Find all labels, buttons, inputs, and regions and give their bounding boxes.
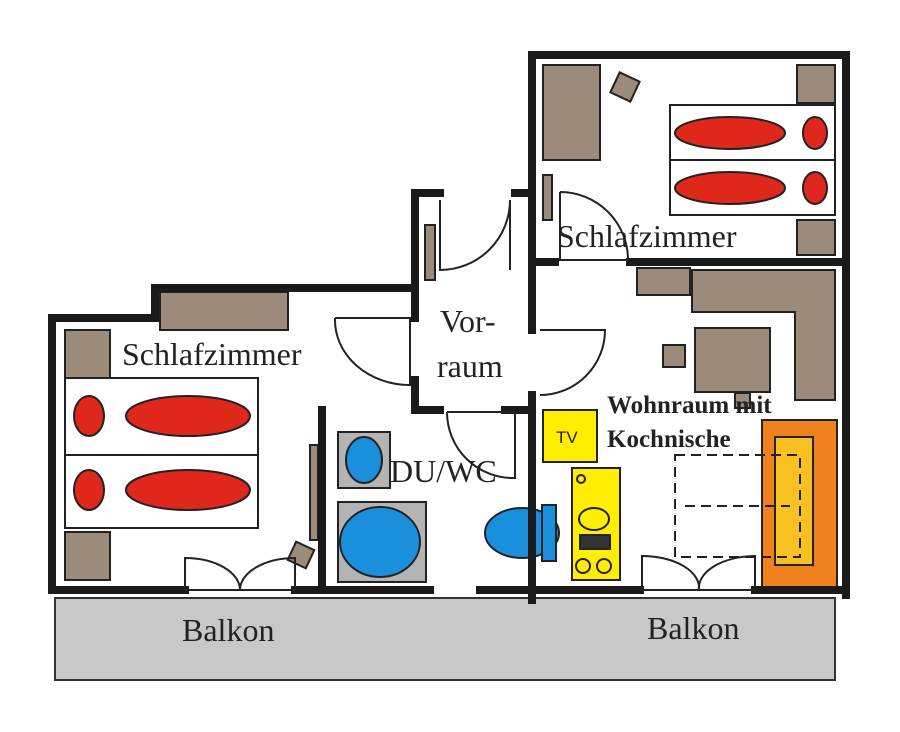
walls	[48, 51, 850, 604]
balcony-label-left: Balkon	[182, 612, 275, 648]
room-label-living-2: Kochnische	[607, 426, 731, 453]
room-label-bedroom-right: Schlafzimmer	[557, 218, 737, 254]
sanitary	[337, 431, 560, 583]
balcony	[54, 597, 836, 681]
room-label-hall-1: Vor-	[440, 303, 496, 339]
balcony-label-right: Balkon	[647, 610, 740, 646]
room-label-bedroom-left: Schlafzimmer	[122, 336, 302, 372]
room-label-bathroom: DU/WC	[390, 453, 497, 489]
doors	[184, 191, 756, 591]
room-label-hall-2: raum	[437, 348, 503, 384]
sofa	[674, 419, 838, 589]
tv-label: TV	[556, 428, 578, 447]
room-label-living-1: Wohnraum mit	[607, 392, 772, 419]
kitchen	[542, 409, 621, 581]
furniture	[64, 64, 836, 581]
beds	[64, 104, 836, 529]
